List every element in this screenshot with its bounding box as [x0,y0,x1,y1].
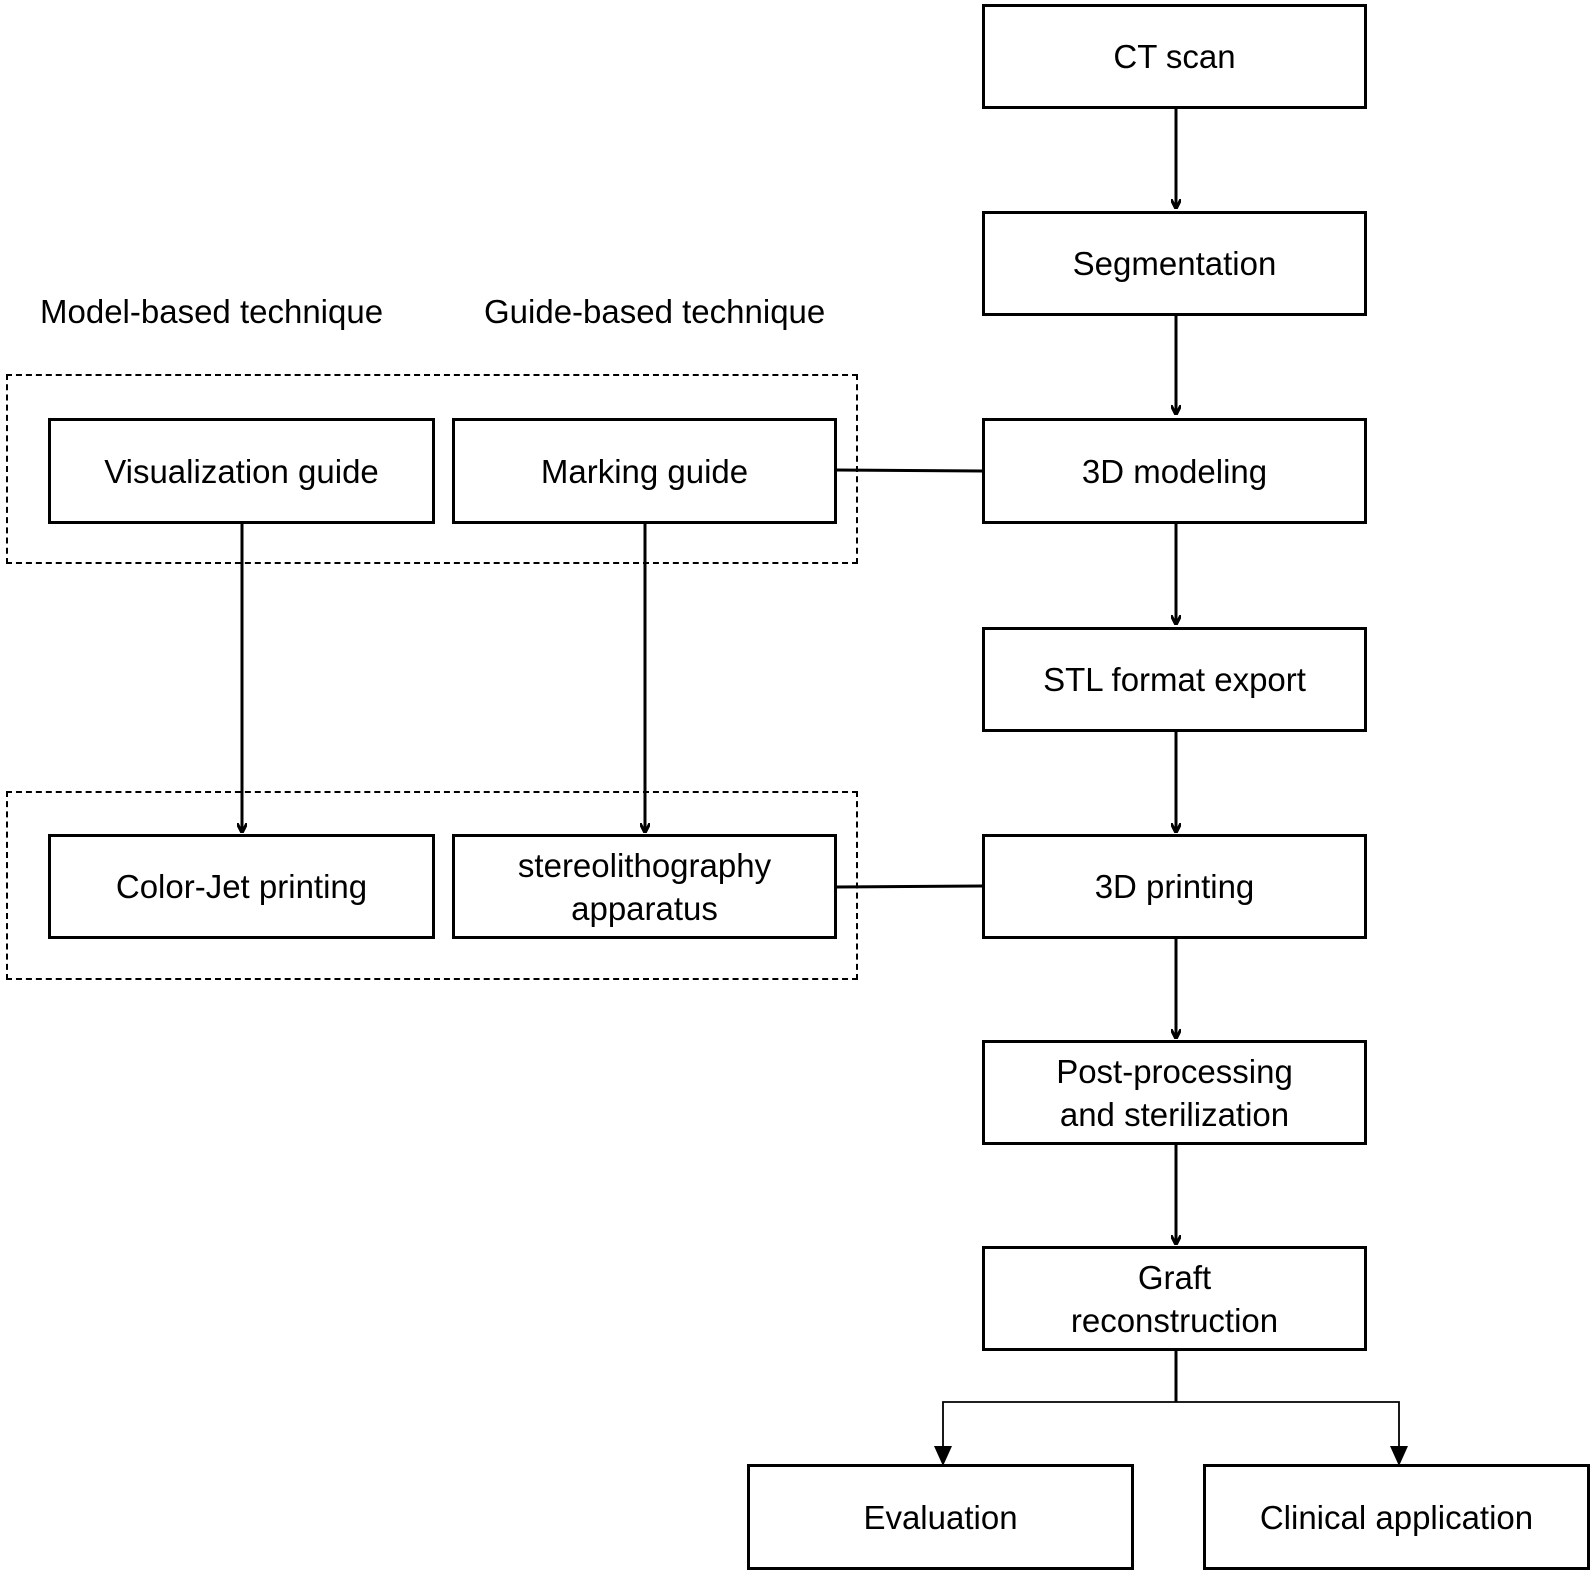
clinical-application-label: Clinical application [1259,1498,1534,1536]
connector-branch-bar [942,1401,1400,1424]
visualization-guide-box: Visualization guide [48,418,435,524]
clinical-application-box: Clinical application [1203,1464,1590,1570]
evaluation-box: Evaluation [747,1464,1134,1570]
graft-reconstruction-label-line1: Graft [1137,1258,1212,1296]
sla-label-line2: apparatus [571,889,718,927]
arrowhead-evaluation [934,1446,952,1466]
sla-box: stereolithography apparatus [452,834,837,939]
modeling-box: 3D modeling [982,418,1367,524]
graft-reconstruction-box: Graft reconstruction [982,1246,1367,1351]
color-jet-printing-label: Color-Jet printing [115,868,368,905]
graft-reconstruction-label-line2: reconstruction [1070,1301,1279,1339]
stl-export-label: STL format export [1043,661,1306,698]
connector-printing-to-sla [835,884,983,889]
segmentation-box: Segmentation [982,211,1367,316]
segmentation-label: Segmentation [1072,245,1277,282]
evaluation-label: Evaluation [863,1498,1018,1536]
technique-group-bottom [6,791,858,980]
technique-group-top [6,374,858,564]
post-processing-label-line1: Post-processing [1056,1052,1293,1090]
printing-box: 3D printing [982,834,1367,939]
marking-guide-box: Marking guide [452,418,837,524]
stl-export-box: STL format export [982,627,1367,732]
guide-based-technique-label: Guide-based technique [484,293,826,330]
arrowhead-clinical [1390,1446,1408,1466]
printing-label: 3D printing [1094,868,1255,905]
modeling-label: 3D modeling [1081,452,1268,490]
post-processing-label-line2: and sterilization [1059,1095,1290,1133]
model-based-technique-label: Model-based technique [40,293,384,330]
ct-scan-label: CT scan [1113,38,1236,75]
color-jet-printing-box: Color-Jet printing [48,834,435,939]
connector-modeling-to-marking [835,468,983,473]
ct-scan-box: CT scan [982,4,1367,109]
marking-guide-label: Marking guide [540,452,749,490]
post-processing-box: Post-processing and sterilization [982,1040,1367,1145]
visualization-guide-label: Visualization guide [104,452,379,490]
sla-label-line1: stereolithography [517,846,772,884]
